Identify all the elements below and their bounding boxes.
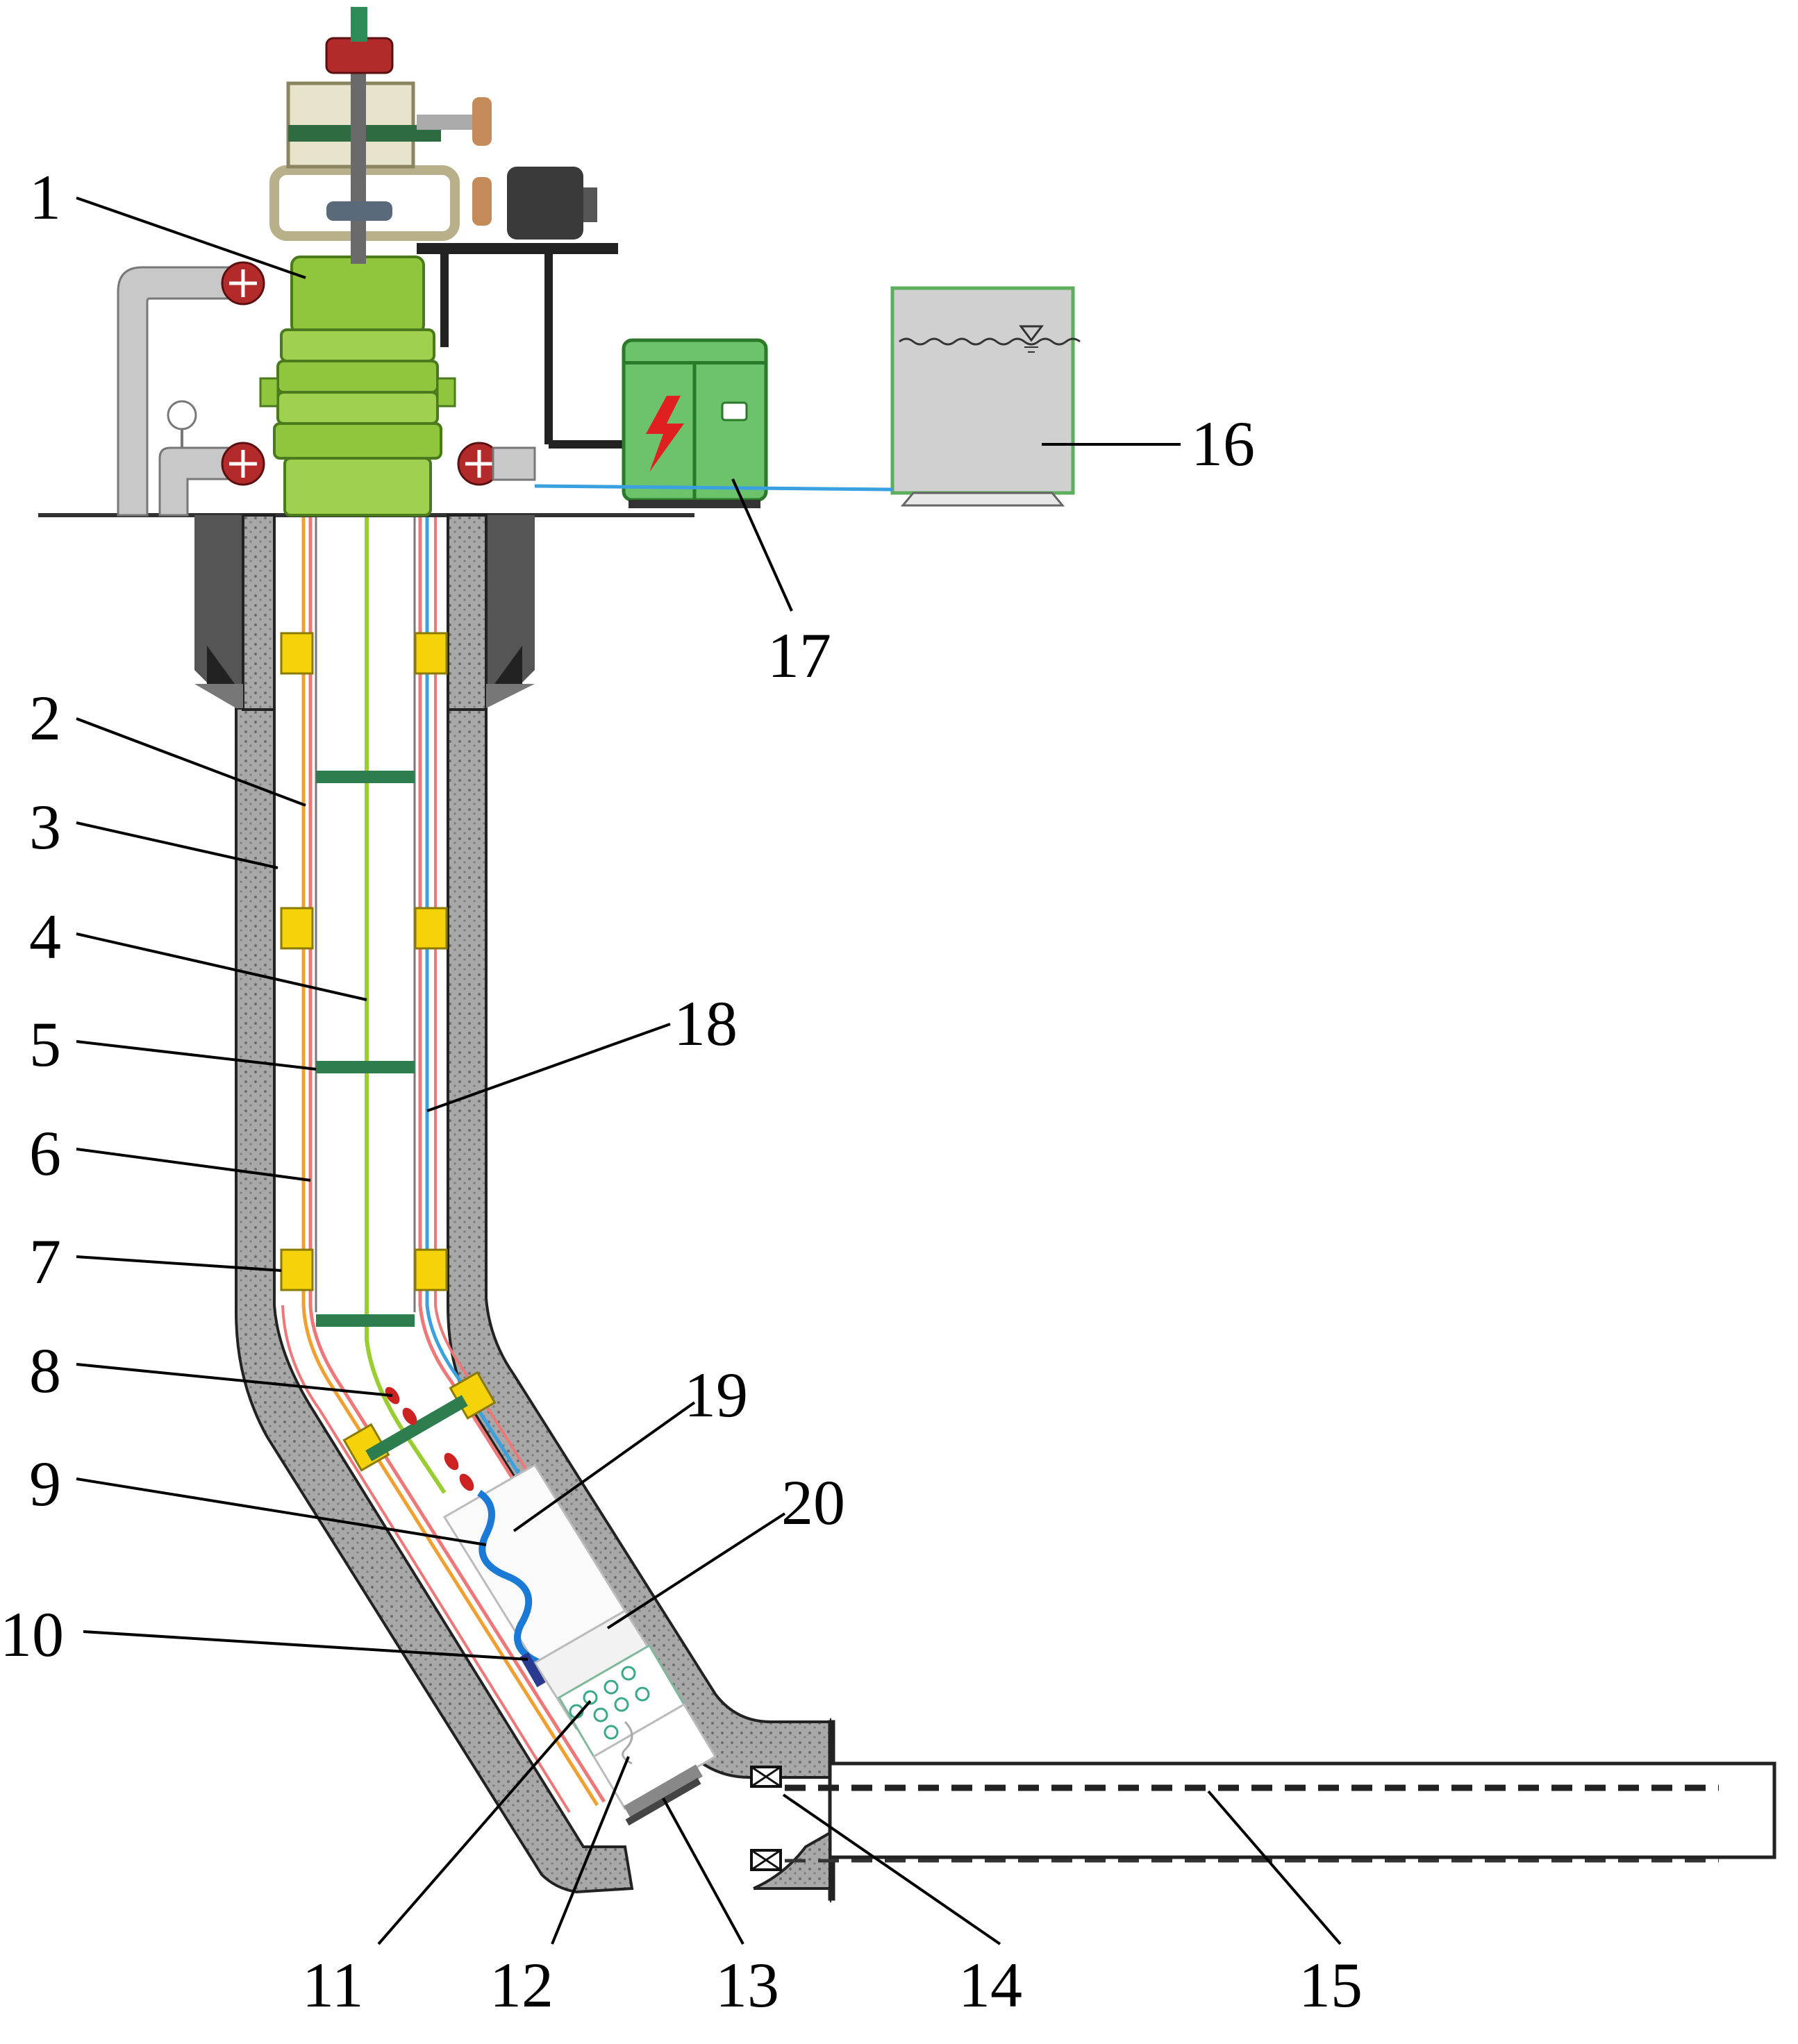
pump-intake (624, 1764, 703, 1818)
label-1: 1 (29, 162, 61, 233)
motor-wave (476, 1489, 550, 1670)
water-tank (890, 286, 1081, 507)
label-5: 5 (29, 1009, 61, 1080)
lightning-icon (646, 396, 684, 472)
label-19: 19 (684, 1359, 748, 1430)
label-8: 8 (29, 1335, 61, 1406)
water-level-icon (1019, 325, 1044, 342)
label-13: 13 (715, 1950, 779, 2020)
water-line (534, 484, 893, 492)
label-17: 17 (767, 620, 831, 691)
motor (507, 167, 583, 240)
rod-guides (316, 771, 468, 1461)
label-18: 18 (674, 988, 738, 1059)
pump-body (442, 1463, 717, 1826)
sucker-rod (365, 517, 447, 1494)
label-15: 15 (1299, 1950, 1363, 2020)
label-9: 9 (29, 1448, 61, 1519)
leader-lines (76, 196, 1342, 1945)
cable-clamp (519, 1652, 546, 1688)
label-10: 10 (0, 1599, 64, 1670)
label-12: 12 (490, 1950, 553, 2020)
cables (281, 517, 699, 1813)
label-7: 7 (29, 1226, 61, 1297)
label-3: 3 (29, 791, 61, 862)
horizontal-lateral (750, 1718, 1776, 1902)
label-16: 16 (1191, 408, 1255, 479)
label-14: 14 (958, 1950, 1022, 2020)
handwheel-top (325, 37, 394, 74)
power-cabinet (622, 338, 768, 508)
label-4: 4 (29, 901, 61, 972)
label-2: 2 (29, 682, 61, 753)
label-20: 20 (781, 1467, 845, 1538)
label-6: 6 (29, 1118, 61, 1189)
surface-casing (194, 515, 535, 684)
callout-labels: 1 2 3 4 5 6 7 8 9 10 11 12 13 14 15 16 1… (0, 162, 1363, 2020)
pressure-gauge-icon (167, 400, 197, 430)
label-11: 11 (302, 1950, 364, 2020)
wellhead (117, 7, 625, 517)
